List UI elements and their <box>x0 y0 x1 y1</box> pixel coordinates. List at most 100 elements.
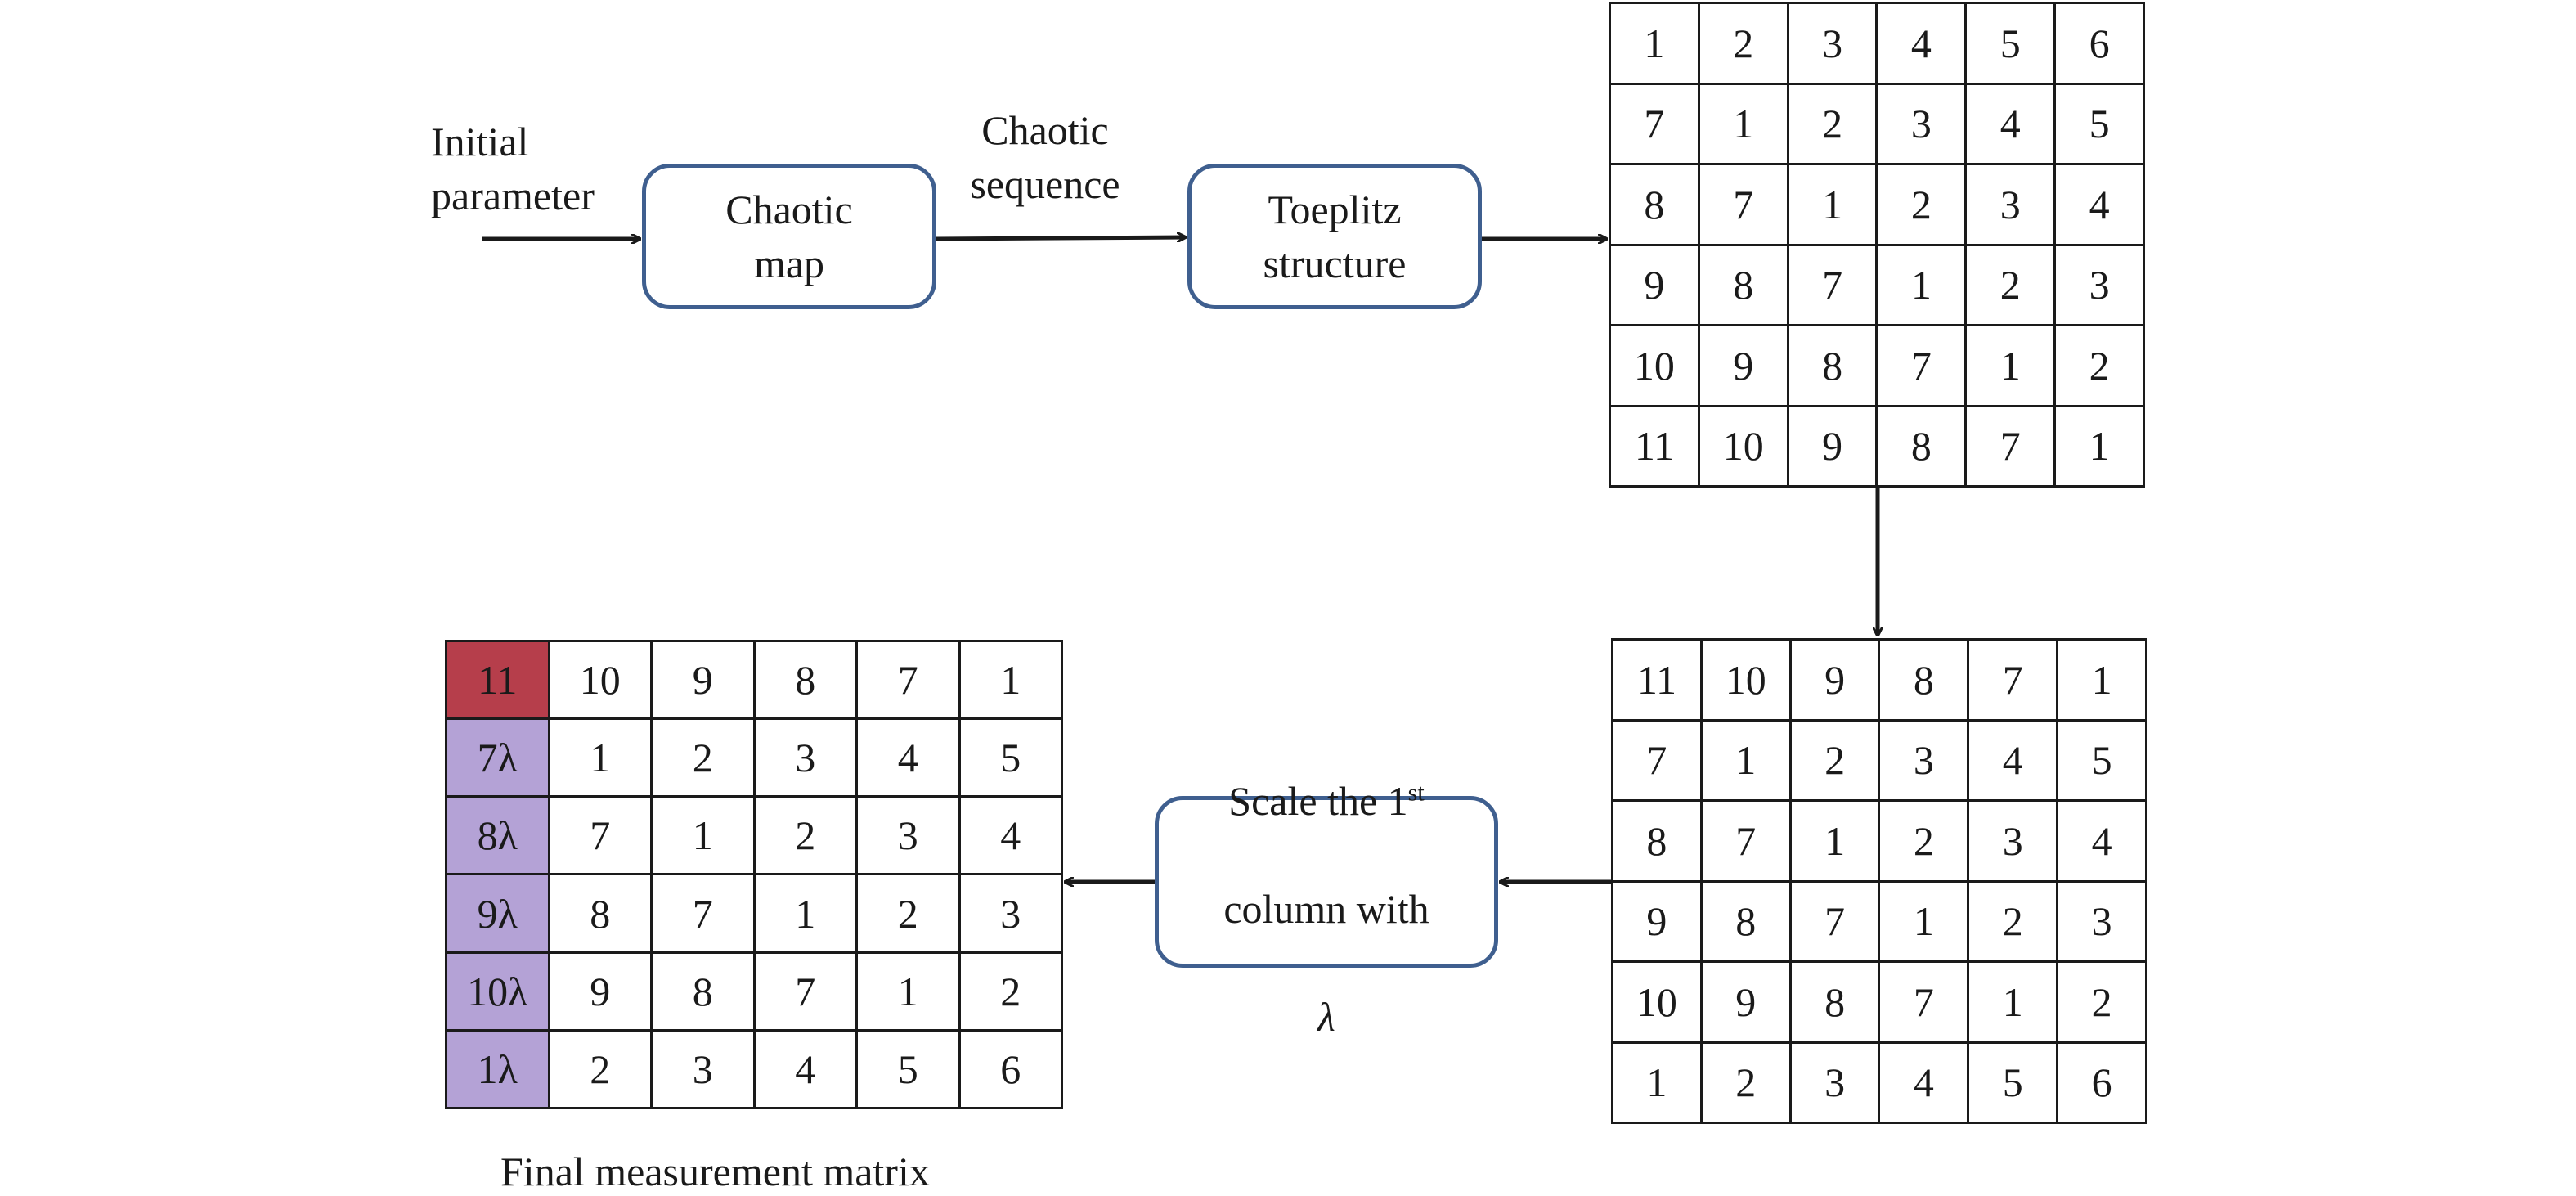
matrix-cell: 1 <box>2053 404 2145 488</box>
matrix-cell: 6 <box>2056 1041 2147 1124</box>
matrix-cell: 7 <box>1699 799 1792 883</box>
matrix-cell: 2 <box>2053 324 2145 407</box>
matrix-cell: 10 <box>547 639 653 721</box>
matrix-cell: 7 <box>1875 324 1968 407</box>
matrix-cell: 2 <box>547 1028 653 1110</box>
matrix-cell: 2 <box>2056 960 2147 1044</box>
matrix-cell: 9 <box>1699 960 1792 1044</box>
matrix-cell: 11 <box>445 639 550 721</box>
toeplitz-structure-box: Toeplitz structure <box>1187 164 1482 309</box>
matrix-cell: 7 <box>650 873 756 954</box>
matrix-cell: 5 <box>1967 1041 2059 1124</box>
matrix-cell: 8 <box>1697 243 1789 326</box>
matrix-cell: 1 <box>1697 82 1789 165</box>
matrix-cell: 9 <box>1697 324 1789 407</box>
matrix-cell: 2 <box>1964 243 2057 326</box>
matrix-cell: 4 <box>1878 1041 1970 1124</box>
matrix-cell: 9 <box>1609 243 1700 326</box>
matrix-cell: 1 <box>1878 879 1970 963</box>
matrix-cell: 6 <box>2053 2 2145 85</box>
matrix-cell: 3 <box>1786 2 1878 85</box>
matrix-cell: 1 <box>1967 960 2059 1044</box>
matrix-cell: 2 <box>1967 879 2059 963</box>
matrix-cell: 10 <box>1609 324 1700 407</box>
matrix-cell: 3 <box>1878 718 1970 802</box>
matrix-cell: 2 <box>1697 2 1789 85</box>
matrix-cell: 8 <box>1875 404 1968 488</box>
matrix-cell: 4 <box>1967 718 2059 802</box>
matrix-cell: 7 <box>1964 404 2057 488</box>
matrix-cell: 9 <box>547 951 653 1032</box>
matrix-cell: 1 <box>958 639 1063 721</box>
matrix-cell: 1 <box>752 873 858 954</box>
matrix-cell: 9 <box>1788 638 1881 722</box>
matrix-cell: 2 <box>1875 163 1968 246</box>
matrix-cell: 9λ <box>445 873 550 954</box>
matrix-cell: 3 <box>650 1028 756 1110</box>
matrix-cell: 9 <box>650 639 756 721</box>
matrix-cell: 4 <box>1875 2 1968 85</box>
matrix-cell: 8 <box>1788 960 1881 1044</box>
matrix-cell: 7λ <box>445 717 550 798</box>
matrix-cell: 5 <box>958 717 1063 798</box>
matrix-cell: 3 <box>855 795 961 876</box>
matrix-cell: 7 <box>1611 718 1703 802</box>
matrix-cell: 1 <box>1964 324 2057 407</box>
matrix-cell: 3 <box>1964 163 2057 246</box>
matrix-cell: 7 <box>547 795 653 876</box>
scale-text-lambda: λ <box>1317 994 1335 1040</box>
matrix-cell: 10 <box>1611 960 1703 1044</box>
matrix-cell: 5 <box>1964 2 2057 85</box>
matrix-cell: 5 <box>2056 718 2147 802</box>
matrix-cell: 2 <box>1786 82 1878 165</box>
matrix-cell: 8 <box>1786 324 1878 407</box>
final-matrix-caption: Final measurement matrix <box>500 1149 930 1194</box>
matrix-cell: 10 <box>1699 638 1792 722</box>
matrix-cell: 7 <box>1786 243 1878 326</box>
matrix-cell: 3 <box>1788 1041 1881 1124</box>
initial-parameter-label: Initial parameter <box>431 119 595 218</box>
matrix-cell: 8 <box>650 951 756 1032</box>
matrix-cell: 2 <box>752 795 858 876</box>
scale-column-box: Scale the 1st column with λ <box>1155 778 1498 1040</box>
arrow-map-to-toeplitz <box>936 237 1185 239</box>
matrix-cell: 2 <box>958 951 1063 1032</box>
matrix-cell: 11 <box>1611 638 1703 722</box>
matrix-cell: 1 <box>1699 718 1792 802</box>
matrix-cell: 4 <box>2056 799 2147 883</box>
matrix-cell: 10λ <box>445 951 550 1032</box>
matrix-cell: 10 <box>1697 404 1789 488</box>
matrix-cell: 2 <box>1878 799 1970 883</box>
matrix-cell: 4 <box>1964 82 2057 165</box>
matrix-cell: 3 <box>2053 243 2145 326</box>
matrix-cell: 4 <box>752 1028 858 1110</box>
matrix-cell: 1 <box>650 795 756 876</box>
matrix-cell: 5 <box>2053 82 2145 165</box>
matrix-cell: 7 <box>1967 638 2059 722</box>
matrix-cell: 5 <box>855 1028 961 1110</box>
matrix-cell: 6 <box>958 1028 1063 1110</box>
matrix-cell: 11 <box>1609 404 1700 488</box>
matrix-cell: 1 <box>855 951 961 1032</box>
matrix-cell: 8 <box>1699 879 1792 963</box>
matrix-cell: 8 <box>547 873 653 954</box>
scale-text-prefix: Scale the 1 <box>1228 778 1408 824</box>
